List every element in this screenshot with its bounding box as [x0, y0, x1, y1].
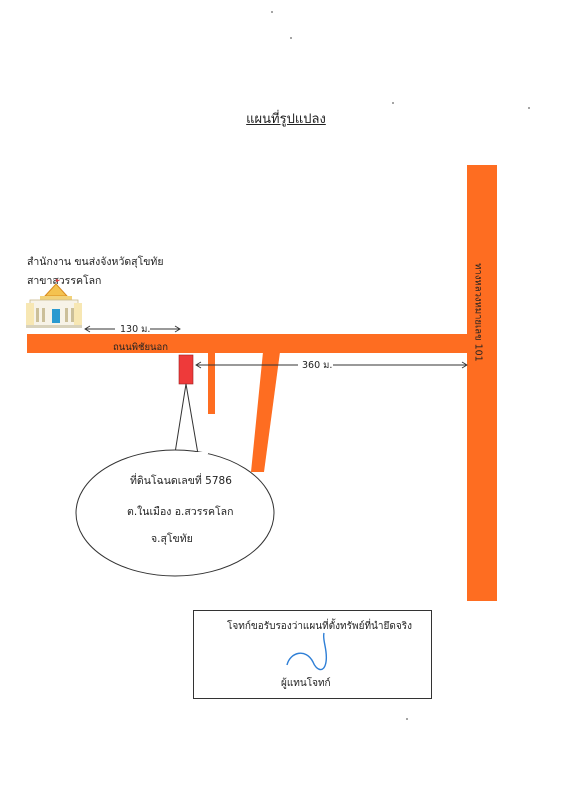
distance-arrow-360 — [195, 361, 468, 369]
side-road-small — [208, 352, 215, 414]
plot-subdistrict: ต.ในเมือง อ.สวรรคโลก — [127, 506, 234, 518]
highway-name: ทางหลวงหมายเลข 101 — [472, 263, 484, 362]
distance-label-130: 130 ม. — [120, 324, 151, 335]
map-title: แผนที่รูปแปลง — [246, 112, 326, 127]
main-road-name: ถนนพิชัยนอก — [113, 342, 168, 353]
scan-speck — [271, 11, 273, 13]
land-plot-marker — [178, 354, 194, 385]
certification-statement: โจทก์ขอรับรองว่าแผนที่ตั้งทรัพย์ที่นำยึด… — [227, 621, 412, 632]
signature-mark — [286, 632, 328, 671]
distance-arrow-130 — [84, 325, 181, 333]
highway-101 — [467, 165, 497, 601]
scan-speck — [528, 107, 530, 109]
scan-speck — [290, 37, 292, 39]
distance-label-360: 360 ม. — [302, 360, 333, 371]
certification-box: โจทก์ขอรับรองว่าแผนที่ตั้งทรัพย์ที่นำยึด… — [193, 610, 432, 699]
scan-speck — [392, 102, 394, 104]
government-building-icon — [26, 279, 82, 328]
scan-speck — [406, 718, 408, 720]
callout-bubble — [75, 449, 275, 577]
office-label-line1: สำนักงาน ขนส่งจังหวัดสุโขทัย — [27, 256, 164, 268]
plot-deed-number: ที่ดินโฉนดเลขที่ 5786 — [130, 475, 232, 487]
side-road-diagonal — [251, 352, 280, 472]
callout-pointer — [174, 383, 199, 455]
office-label-line2: สาขาสวรรคโลก — [27, 275, 102, 287]
signer-title: ผู้แทนโจทก์ — [281, 678, 331, 689]
plot-province: จ.สุโขทัย — [151, 533, 193, 545]
main-road — [27, 334, 497, 353]
